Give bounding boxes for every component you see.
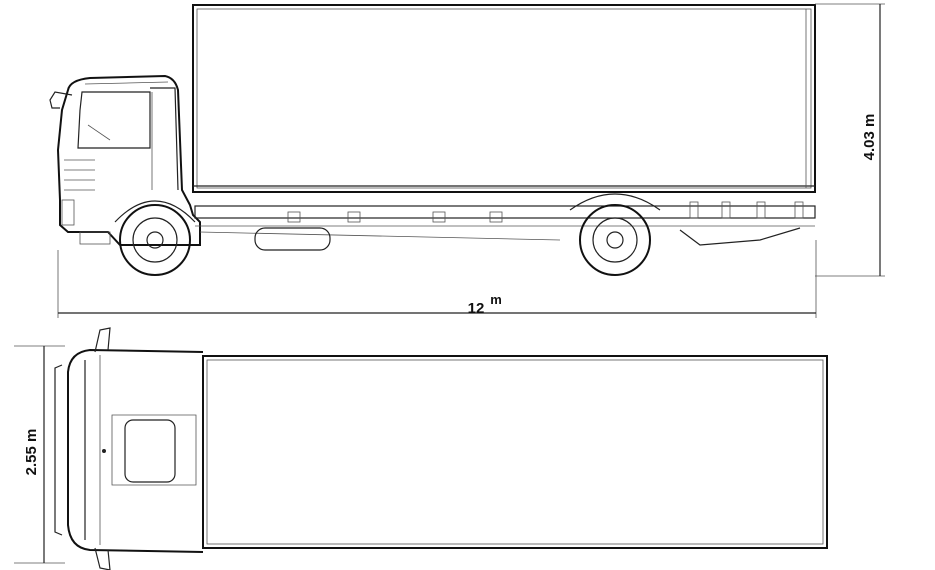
length-dimension-line: [57, 240, 817, 318]
cargo-box-side: [192, 4, 816, 193]
height-dimension-line: [815, 3, 885, 277]
width-dimension-line: [14, 345, 65, 564]
cab-side: [49, 74, 201, 246]
truck-side-view: [49, 4, 816, 276]
cargo-box-top: [202, 355, 828, 549]
rear-wheel-side: [579, 204, 651, 276]
cab-top: [54, 327, 204, 570]
length-label-unit: m: [490, 292, 502, 307]
truck-top-view: [54, 327, 828, 570]
chassis-side: [194, 193, 816, 251]
front-wheel-side: [119, 204, 191, 276]
length-label-value: 12: [468, 300, 485, 317]
width-label: 2.55 m: [23, 429, 40, 476]
height-label: 4.03 m: [861, 114, 878, 161]
